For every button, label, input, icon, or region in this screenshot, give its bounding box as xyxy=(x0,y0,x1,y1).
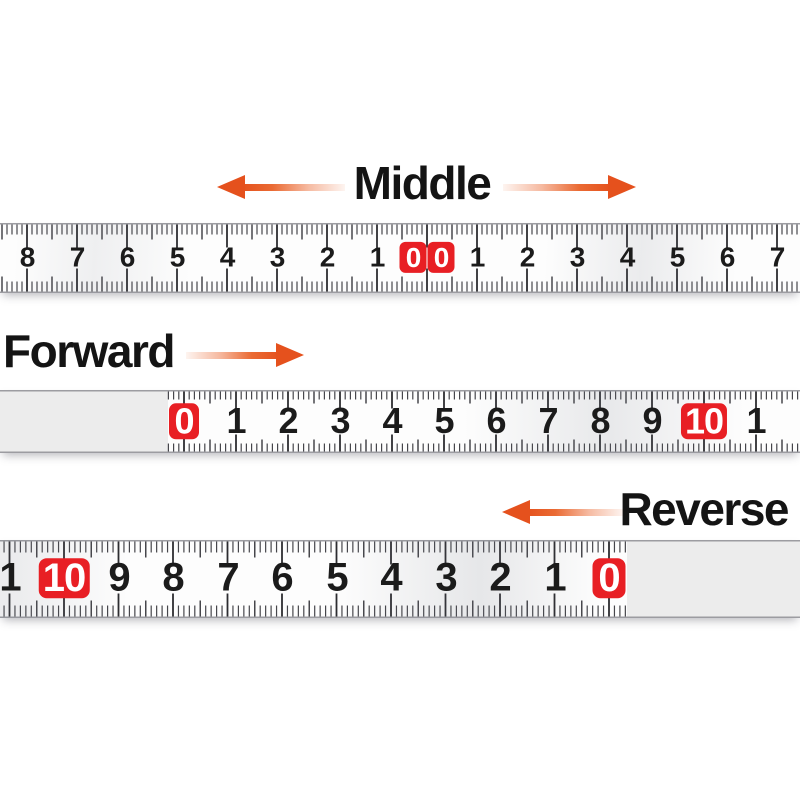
ruler-number: 2 xyxy=(489,555,511,600)
red-number-badge: 0 xyxy=(592,556,626,600)
ruler-number: 1 xyxy=(0,555,22,600)
ruler-number: 1 xyxy=(369,241,386,273)
ruler-number: 7 xyxy=(217,555,239,600)
ruler-number: 3 xyxy=(569,241,586,273)
right-arrow-icon xyxy=(503,175,636,200)
ruler-ticks xyxy=(0,540,800,618)
ruler-number: 3 xyxy=(330,399,350,441)
ruler-number: 1 xyxy=(226,399,246,441)
ruler-number: 2 xyxy=(519,241,536,273)
red-number-badge: 0 xyxy=(427,241,455,273)
ruler-number: 5 xyxy=(326,555,348,600)
arrow-head xyxy=(608,175,636,199)
right-arrow-icon xyxy=(186,343,304,368)
ruler-number: 5 xyxy=(669,241,686,273)
ruler-ticks xyxy=(0,390,800,453)
red-number-badge: 10 xyxy=(38,556,90,600)
left-arrow-icon xyxy=(217,175,345,200)
ruler-number: 6 xyxy=(271,555,293,600)
ruler-number: 1 xyxy=(469,241,486,273)
ruler-number: 4 xyxy=(219,241,236,273)
ruler-number: 6 xyxy=(119,241,136,273)
blank-tape-section xyxy=(627,540,800,618)
arrow-head xyxy=(276,343,304,367)
ruler-number: 5 xyxy=(169,241,186,273)
ruler-number: 6 xyxy=(719,241,736,273)
ruler-number: 8 xyxy=(19,241,36,273)
arrow-shaft xyxy=(241,184,345,191)
ruler-number: 9 xyxy=(108,555,130,600)
red-number-badge: 0 xyxy=(169,400,199,441)
arrow-shaft xyxy=(186,352,280,359)
ruler-number: 8 xyxy=(590,399,610,441)
ruler-number: 5 xyxy=(434,399,454,441)
left-arrow-icon xyxy=(502,500,623,525)
ruler-number: 6 xyxy=(486,399,506,441)
ruler-ticks xyxy=(0,223,800,293)
ruler-number: 8 xyxy=(162,555,184,600)
ruler-number: 3 xyxy=(435,555,457,600)
blank-tape-section xyxy=(0,390,168,453)
arrow-head xyxy=(217,175,245,199)
arrow-shaft xyxy=(526,509,623,516)
section-title-middle: Middle xyxy=(353,157,492,209)
arrow-head xyxy=(502,500,530,524)
ruler-number: 1 xyxy=(544,555,566,600)
red-number-badge: 0 xyxy=(399,241,427,273)
ruler-number: 7 xyxy=(69,241,86,273)
ruler-number: 4 xyxy=(382,399,402,441)
ruler-number: 3 xyxy=(269,241,286,273)
ruler-number: 4 xyxy=(380,555,402,600)
section-title-forward: Forward xyxy=(3,325,175,377)
arrow-shaft xyxy=(503,184,612,191)
ruler-number: 1 xyxy=(746,399,766,441)
ruler-number: 9 xyxy=(642,399,662,441)
ruler-number: 4 xyxy=(619,241,636,273)
ruler-number: 2 xyxy=(278,399,298,441)
ruler-number: 7 xyxy=(769,241,786,273)
ruler-number: 7 xyxy=(538,399,558,441)
section-title-reverse: Reverse xyxy=(619,483,789,535)
red-number-badge: 10 xyxy=(680,400,728,441)
ruler-number: 2 xyxy=(319,241,336,273)
